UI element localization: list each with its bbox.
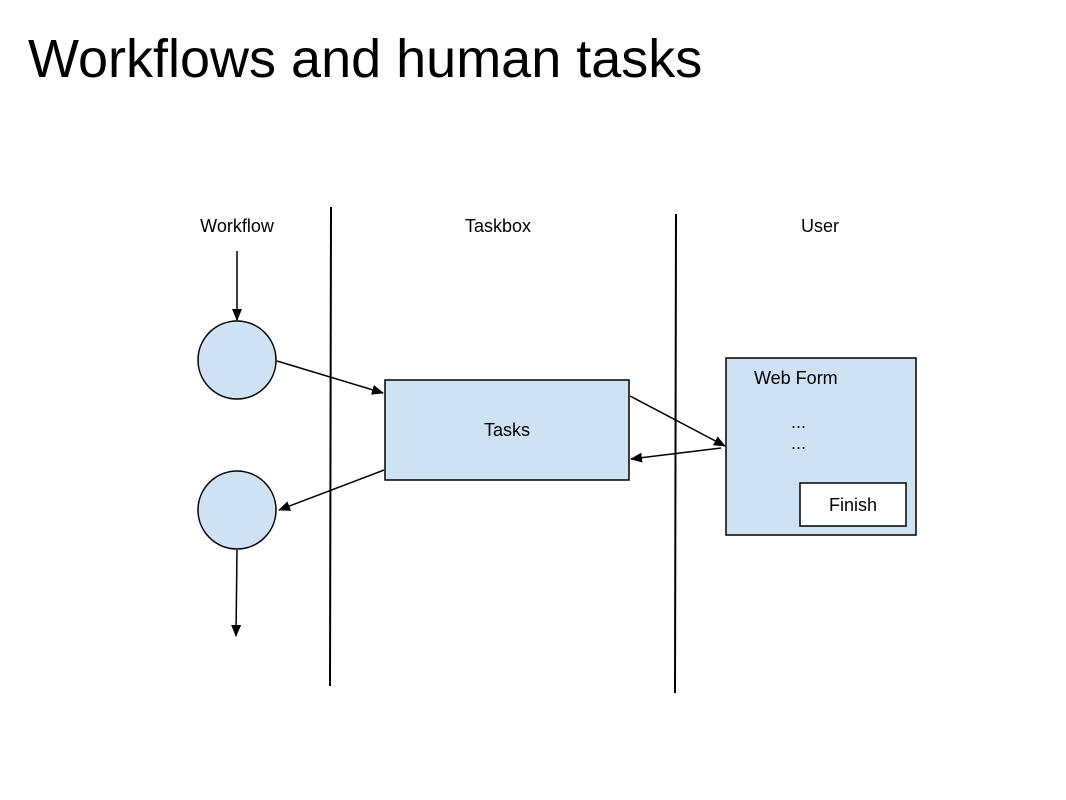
workflow-exit-arrow <box>231 549 242 637</box>
lane-label-user: User <box>801 216 839 236</box>
lane-label-taskbox: Taskbox <box>465 216 531 236</box>
finish-button-label: Finish <box>829 495 877 515</box>
lane-label-workflow: Workflow <box>200 216 275 236</box>
web-form-ellipsis-1: ... <box>791 412 806 432</box>
workflow-node-bottom <box>197 470 277 550</box>
finish-button[interactable] <box>799 482 907 527</box>
workflow-node-top <box>197 320 277 400</box>
tasks-box <box>384 379 630 481</box>
web-form-title: Web Form <box>754 368 838 388</box>
arrow-tasks-to-node <box>278 469 385 511</box>
slide-title: Workflows and human tasks <box>28 29 703 89</box>
arrow-web-form-to-tasks <box>630 447 722 463</box>
web-form-ellipsis-2: ... <box>791 433 806 453</box>
lane-divider-left <box>329 206 332 687</box>
tasks-box-label: Tasks <box>484 420 530 440</box>
arrow-node-to-tasks <box>276 360 384 395</box>
arrow-tasks-to-web-form <box>629 395 726 447</box>
